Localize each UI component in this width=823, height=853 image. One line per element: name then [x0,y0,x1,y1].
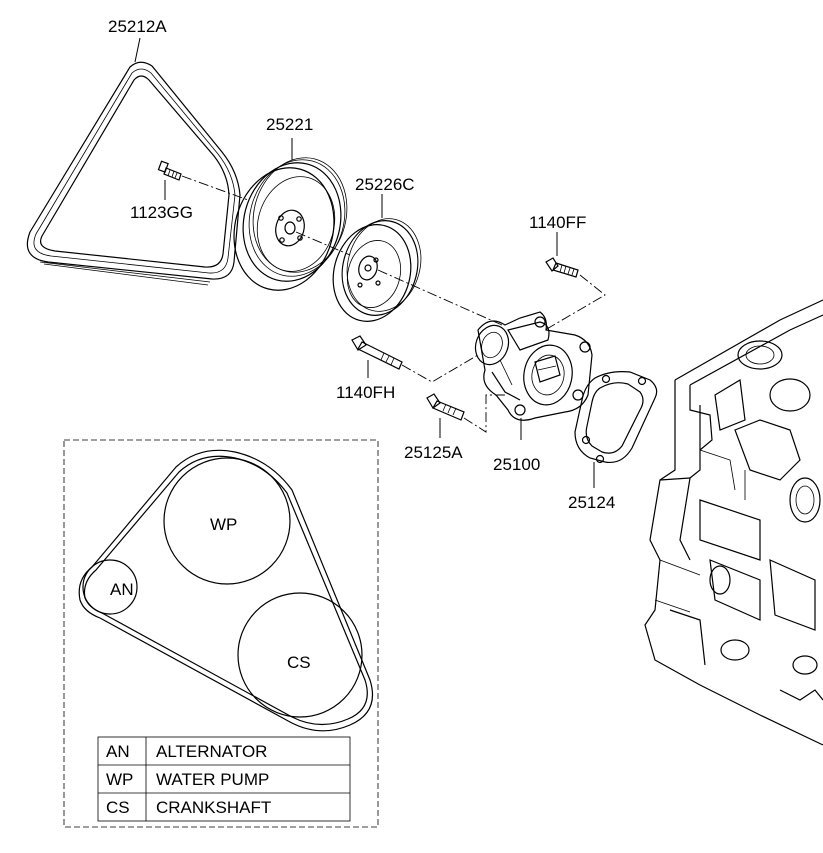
center-line-125 [463,394,505,433]
drive-belt[interactable] [26,61,241,286]
routing-label-an: AN [110,580,134,599]
belt-leader [134,37,141,63]
legend-code-3: CS [106,798,130,817]
pump-pulley-part-number: 25226C [355,175,415,194]
bolt-1140ff[interactable] [545,257,579,278]
legend-code-1: AN [106,742,130,761]
legend-code-2: WP [106,770,133,789]
crankshaft-pulley[interactable] [221,147,360,301]
legend-name-1: ALTERNATOR [156,742,267,761]
gasket[interactable] [574,371,658,464]
bolt-1140fh[interactable] [351,335,403,370]
bolt-1123gg[interactable] [157,160,182,181]
inset-dashed-frame [63,439,379,828]
water-pump[interactable] [470,311,593,421]
bolt-25125a-part-number: 25125A [404,443,463,462]
engine-block [644,299,823,746]
routing-label-cs: CS [287,653,311,672]
gasket-part-number: 25124 [568,493,615,512]
legend-table: AN ALTERNATOR WP WATER PUMP CS CRANKSHAF… [97,736,351,822]
crank-pulley-part-number: 25221 [266,115,313,134]
water-pump-pulley-circle [163,457,291,585]
alternator-pulley-circle [82,559,138,615]
bolt-25125a[interactable] [426,393,465,421]
legend-name-2: WATER PUMP [156,770,269,789]
belt-part-number: 25212A [108,17,167,36]
legend-name-3: CRANKSHAFT [156,798,271,817]
center-line-2 [295,231,351,256]
belt-routing-inset: WP AN CS AN ALTERNATOR WP WATER PUMP CS … [63,439,379,828]
center-line-3 [377,269,503,326]
crankshaft-pulley-circle [237,592,363,718]
water-pump-pulley[interactable] [323,210,431,330]
center-line-1 [181,175,249,201]
routing-label-wp: WP [210,515,237,534]
pump-part-number: 25100 [493,455,540,474]
bolt-1140ff-part-number: 1140FF [529,213,586,232]
center-line-fh [401,354,479,383]
bolt-1123gg-part-number: 1123GG [130,203,193,222]
center-line-ff [544,274,606,331]
bolt-1140fh-part-number: 1140FH [336,383,395,402]
